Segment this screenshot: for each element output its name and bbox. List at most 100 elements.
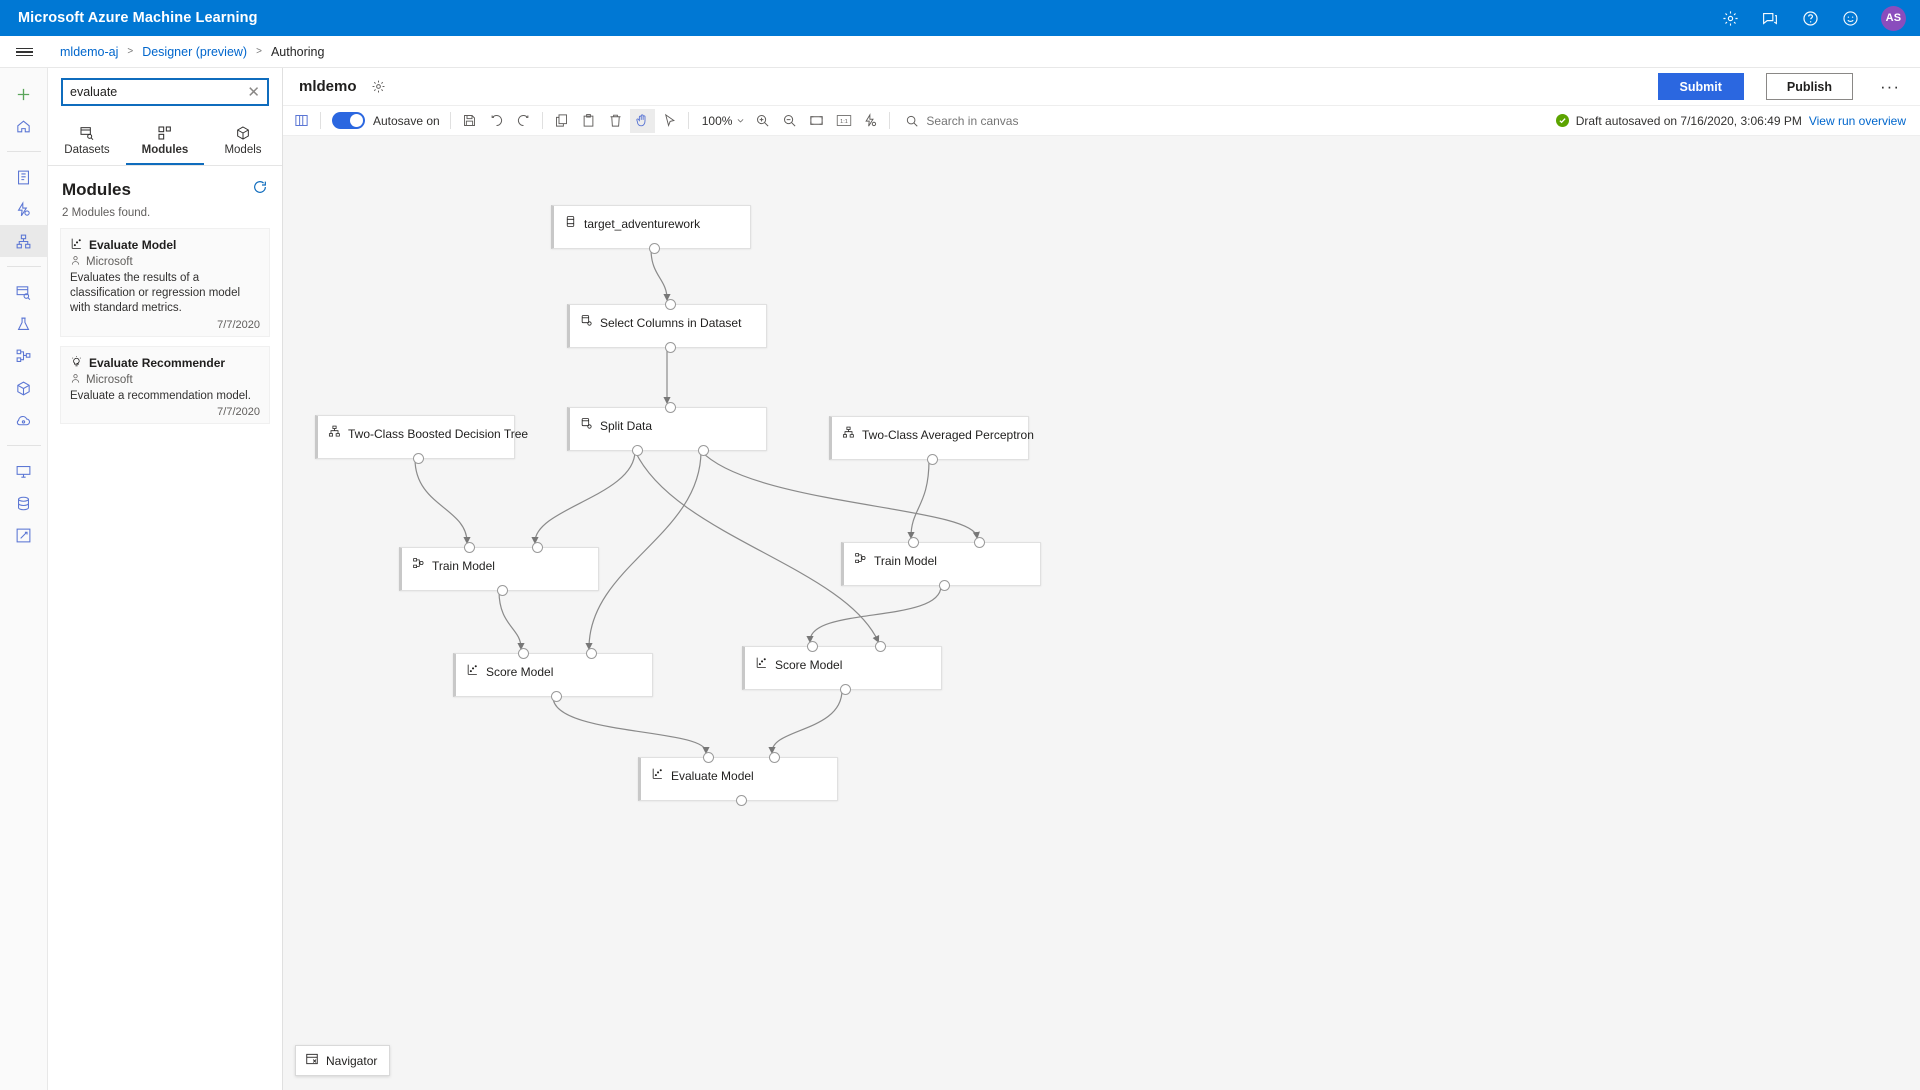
node-output-port[interactable] (413, 453, 424, 464)
canvas-search[interactable] (895, 113, 1077, 128)
endpoints-icon[interactable] (0, 404, 48, 436)
tab-label: Datasets (64, 144, 110, 156)
node-label: Score Model (775, 658, 843, 672)
node-input-port-right[interactable] (769, 752, 780, 763)
search-box[interactable]: ✕ (61, 78, 269, 106)
side-panel-icon[interactable] (289, 109, 314, 133)
undo-button[interactable] (484, 109, 509, 133)
models-icon[interactable] (0, 372, 48, 404)
canvas-node-dataset[interactable]: target_adventurework (551, 205, 751, 254)
node-output-port-left[interactable] (632, 445, 643, 456)
node-output-port[interactable] (840, 684, 851, 695)
canvas-search-input[interactable] (926, 113, 1077, 128)
more-options-button[interactable]: ··· (1880, 76, 1900, 96)
view-run-overview-link[interactable]: View run overview (1808, 113, 1906, 128)
help-icon[interactable] (1801, 9, 1819, 27)
canvas-node-score-model-2[interactable]: Score Model (742, 641, 942, 695)
left-nav-rail (0, 68, 48, 1090)
node-input-port-left[interactable] (518, 648, 529, 659)
datastores-icon[interactable] (0, 487, 48, 519)
breadcrumb: mldemo-aj > Designer (preview) > Authori… (0, 36, 1920, 68)
node-input-port-left[interactable] (908, 537, 919, 548)
search-input[interactable] (70, 85, 245, 99)
clear-search-icon[interactable]: ✕ (247, 83, 260, 101)
home-icon[interactable] (0, 110, 48, 142)
navigator-button[interactable]: Navigator (295, 1045, 391, 1076)
tab-modules[interactable]: Modules (126, 117, 204, 165)
delete-button[interactable] (603, 109, 628, 133)
submit-button[interactable]: Submit (1657, 73, 1744, 100)
module-author-row: Microsoft (70, 255, 260, 269)
node-input-port-left[interactable] (703, 752, 714, 763)
automated-ml-icon[interactable] (0, 193, 48, 225)
node-input-port[interactable] (665, 402, 676, 413)
node-output-port[interactable] (551, 691, 562, 702)
person-icon (70, 255, 81, 269)
smiley-icon[interactable] (1841, 9, 1859, 27)
node-input-port-left[interactable] (807, 641, 818, 652)
algorithm-icon (328, 425, 341, 443)
canvas-node-score-model-1[interactable]: Score Model (453, 648, 653, 702)
autosave-toggle[interactable] (332, 112, 365, 129)
refresh-icon[interactable] (252, 179, 268, 200)
actual-size-button[interactable]: 1:1 (831, 109, 856, 133)
node-output-port[interactable] (927, 454, 938, 465)
redo-button[interactable] (511, 109, 536, 133)
module-card-evaluate-model[interactable]: Evaluate Model Microsoft Evaluates the r… (60, 228, 270, 337)
node-input-port-right[interactable] (875, 641, 886, 652)
node-output-port[interactable] (939, 580, 950, 591)
zoom-out-button[interactable] (777, 109, 802, 133)
canvas-node-train-model-1[interactable]: Train Model (399, 542, 599, 596)
node-input-port[interactable] (665, 299, 676, 310)
publish-button[interactable]: Publish (1765, 73, 1854, 100)
pipeline-name[interactable]: mldemo (299, 78, 357, 95)
breadcrumb-item-workspace[interactable]: mldemo-aj (60, 44, 119, 59)
node-output-port[interactable] (649, 243, 660, 254)
tab-models[interactable]: Models (204, 117, 282, 165)
paste-button[interactable] (576, 109, 601, 133)
node-output-port[interactable] (736, 795, 747, 806)
pipeline-settings-gear-icon[interactable] (371, 79, 386, 94)
save-button[interactable] (457, 109, 482, 133)
compute-icon[interactable] (0, 455, 48, 487)
canvas-node-boosted-decision-tree[interactable]: Two-Class Boosted Decision Tree (315, 415, 528, 464)
sidebar-item-designer[interactable] (0, 225, 48, 257)
pan-button[interactable] (629, 108, 655, 133)
avatar[interactable]: AS (1881, 5, 1906, 31)
canvas-node-averaged-perceptron[interactable]: Two-Class Averaged Perceptron (829, 416, 1034, 465)
node-output-port[interactable] (665, 342, 676, 353)
breadcrumb-item-designer[interactable]: Designer (preview) (142, 44, 248, 59)
pipeline-canvas[interactable]: target_adventurework Select Columns in D… (283, 136, 1920, 1090)
notebooks-icon[interactable] (0, 161, 48, 193)
node-input-port-left[interactable] (464, 542, 475, 553)
canvas-node-select-columns[interactable]: Select Columns in Dataset (567, 299, 767, 353)
feedback-icon[interactable] (1761, 9, 1779, 27)
node-input-port-right[interactable] (974, 537, 985, 548)
module-date: 7/7/2020 (217, 405, 260, 418)
datasets-icon[interactable] (0, 276, 48, 308)
pipelines-icon[interactable] (0, 340, 48, 372)
panel-header: Modules (48, 166, 282, 204)
select-button[interactable] (657, 109, 682, 133)
zoom-level-dropdown[interactable]: 100% (694, 114, 750, 128)
node-input-port-right[interactable] (532, 542, 543, 553)
node-input-port-right[interactable] (586, 648, 597, 659)
experiments-icon[interactable] (0, 308, 48, 340)
auto-layout-button[interactable] (858, 109, 883, 133)
node-output-port-right[interactable] (698, 445, 709, 456)
module-author: Microsoft (86, 373, 133, 386)
canvas-node-evaluate-model[interactable]: Evaluate Model (638, 752, 838, 806)
new-icon[interactable] (0, 78, 48, 110)
node-output-port[interactable] (497, 585, 508, 596)
copy-button[interactable] (549, 109, 574, 133)
fit-to-screen-button[interactable] (804, 109, 829, 133)
pipeline-header: mldemo Submit Publish ··· (283, 68, 1920, 106)
module-card-evaluate-recommender[interactable]: Evaluate Recommender Microsoft Evaluate … (60, 345, 270, 424)
zoom-in-button[interactable] (750, 109, 775, 133)
tab-datasets[interactable]: Datasets (48, 117, 126, 165)
menu-hamburger-icon[interactable] (0, 36, 48, 68)
canvas-node-train-model-2[interactable]: Train Model (841, 537, 1041, 591)
gear-icon[interactable] (1721, 9, 1739, 27)
labeling-icon[interactable] (0, 519, 48, 551)
canvas-node-split-data[interactable]: Split Data (567, 402, 767, 456)
